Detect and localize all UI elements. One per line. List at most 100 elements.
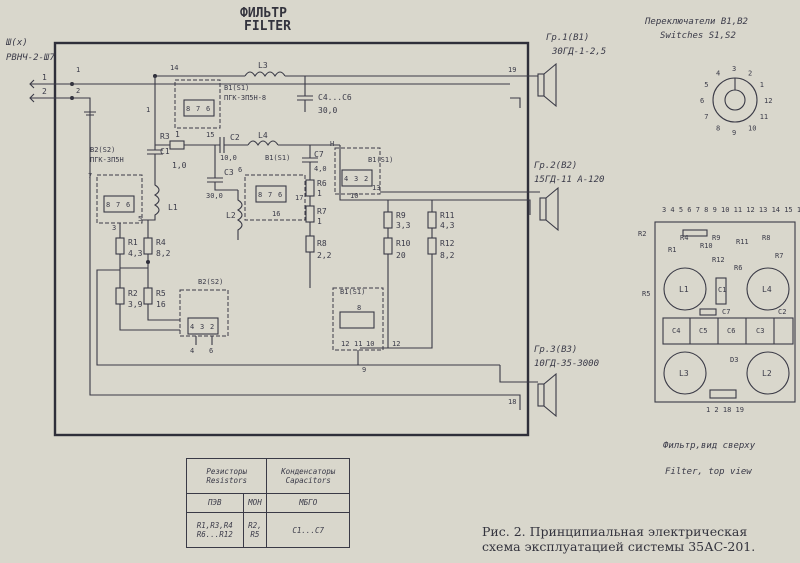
node-1b: 1: [146, 106, 150, 114]
R7-label: R7: [317, 207, 327, 216]
switch-b1s1-top-contacts: [183, 99, 215, 117]
legend-pev: ПЭВ: [186, 492, 244, 514]
tv-C3: C3: [756, 327, 764, 335]
switch-b1s1-bottom-label: В1(S1): [340, 288, 365, 296]
tv-R2: R2: [638, 230, 646, 238]
legend-pev-items2: R6...R12: [196, 530, 233, 540]
speaker-1-cone: [543, 62, 557, 108]
node-18: 18: [508, 398, 516, 406]
C1-value: 1,0: [172, 161, 187, 170]
contact-b2lower-2: 2: [210, 323, 214, 331]
tv-D3: D3: [730, 356, 738, 364]
tv-R4: R4: [680, 234, 688, 242]
switch-b1s1-mid-contacts: [255, 185, 287, 203]
title-en: FILTER: [244, 19, 291, 34]
node-4: 4: [190, 347, 194, 355]
board-C7: [699, 308, 717, 316]
tv-L2: L2: [762, 369, 772, 378]
legend-pev-items1: R1,R3,R4: [196, 521, 233, 531]
R5-value: 16: [156, 300, 166, 309]
dial-position-6: 6: [700, 97, 704, 105]
dial-position-2: 2: [748, 69, 752, 77]
switch-b2s2-lower-label: В2(S2): [198, 278, 223, 286]
speaker-2-ref: Гр.2(В2): [534, 161, 577, 171]
L1-label: L1: [168, 203, 178, 212]
switch-b1s1-mid: [244, 174, 306, 221]
tv-L1: L1: [679, 285, 689, 294]
tv-R12: R12: [712, 256, 725, 264]
contact-top-6: 6: [206, 105, 210, 113]
R10-label: R10: [396, 239, 411, 248]
tv-C5: C5: [699, 327, 707, 335]
C4C6-capacitor: [297, 76, 313, 112]
switch-b2s2-lower: [179, 289, 229, 337]
contact-b2-7: 7: [116, 201, 120, 209]
tv-C7: C7: [722, 308, 730, 316]
tv-R9: R9: [712, 234, 720, 242]
filter-enclosure: [53, 41, 530, 437]
node-1: 1: [76, 66, 80, 74]
tv-L3: L3: [679, 369, 689, 378]
wire: [96, 269, 120, 275]
R6-resistor: [305, 179, 315, 197]
legend-mbgo: МБГО: [266, 492, 350, 514]
R2-resistor: [115, 287, 125, 305]
switch-b1s1-top-type: ПГК-3П5Н-8: [224, 94, 266, 102]
switch-b1s1-top-label: В1(S1): [224, 84, 249, 92]
speaker-1-wires: [510, 75, 539, 108]
speaker-2-body: [539, 197, 547, 221]
figure-caption: Рис. 2. Принципиальная электрическая схе…: [482, 524, 755, 554]
R8-label: R8: [317, 239, 327, 248]
contact-right-3: 3: [354, 175, 358, 183]
switch-b1s1-bottom: [332, 287, 384, 351]
return-wire: [96, 275, 500, 366]
tv-L4: L4: [762, 285, 772, 294]
switch-b1s1-right-label: В1(S1): [368, 156, 393, 164]
R11-label: R11: [440, 211, 455, 220]
L1-coil: [142, 175, 160, 221]
tv-R1: R1: [668, 246, 676, 254]
top-view-caption-ru: Фильтр,вид сверху: [663, 441, 756, 451]
switches-caption-en: Switches S1,S2: [660, 31, 736, 41]
tv-C1: C1: [718, 286, 726, 294]
R9-label: R9: [396, 211, 406, 220]
dial-position-10: 10: [748, 125, 756, 133]
legend-resistors: Резисторы Resistors: [185, 458, 268, 494]
R3-resistor: [169, 140, 185, 150]
legend-pev-items: R1,R3,R4 R6...R12: [186, 512, 244, 548]
board-r4: [682, 229, 708, 237]
board-cap-dividers: [689, 318, 775, 344]
R10-resistor: [383, 237, 393, 255]
node-15: 15: [206, 131, 214, 139]
C3-label: C3: [224, 168, 234, 177]
dial-position-7: 7: [704, 113, 708, 121]
tv-C4: C4: [672, 327, 680, 335]
tv-R5: R5: [642, 290, 650, 298]
speaker-1-model: 30ГД-1-2,5: [551, 47, 606, 57]
board-L2: [746, 351, 790, 395]
R5-resistor: [143, 287, 153, 305]
C4C6-value: 30,0: [318, 106, 337, 115]
contact-mid-8: 8: [258, 191, 262, 199]
node-8: 8: [357, 304, 361, 312]
L3-coil: [244, 71, 286, 78]
C2-value: 10,0: [220, 154, 237, 162]
switch-b1s1-mid-label: В1(S1): [265, 154, 290, 162]
contact-top-8: 8: [186, 105, 190, 113]
board-C1: [715, 277, 727, 305]
dial-position-1: 1: [760, 81, 764, 89]
wire: [119, 220, 149, 238]
switch-b2s2-lower-contacts: [187, 317, 219, 335]
switch-b1s1-right: [334, 147, 381, 195]
C1-label: C1: [160, 147, 170, 156]
R5-label: R5: [156, 289, 166, 298]
node-6: 6: [238, 166, 242, 174]
legend-resistors-en: Resistors: [206, 475, 248, 485]
top-view-caption-en: Filter, top view: [665, 467, 752, 477]
R3-value: 1: [175, 130, 180, 139]
speaker-1-ref: Гр.1(В1): [546, 33, 589, 43]
contact-right-4: 4: [344, 175, 348, 183]
wire: [499, 365, 510, 383]
R6-label: R6: [317, 179, 327, 188]
